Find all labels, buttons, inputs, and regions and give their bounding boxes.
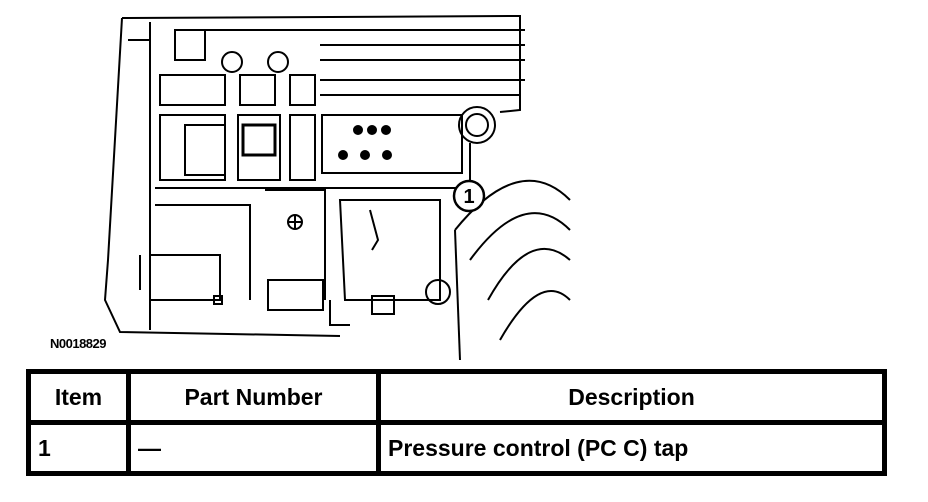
header-part-number: Part Number (126, 369, 381, 425)
table-header-row: Item Part Number Description (26, 369, 887, 425)
figure-id-label: N0018829 (50, 336, 107, 351)
cell-item: 1 (26, 420, 131, 476)
parts-table: Item Part Number Description 1 — Pressur… (26, 369, 887, 476)
transmission-valve-body-illustration: 1 (103, 14, 571, 361)
header-description: Description (376, 369, 887, 425)
callout-1: 1 (463, 186, 474, 208)
table-row: 1 — Pressure control (PC C) tap (26, 420, 887, 476)
cell-part-number: — (126, 420, 381, 476)
header-item: Item (26, 369, 131, 425)
cell-description: Pressure control (PC C) tap (376, 420, 887, 476)
